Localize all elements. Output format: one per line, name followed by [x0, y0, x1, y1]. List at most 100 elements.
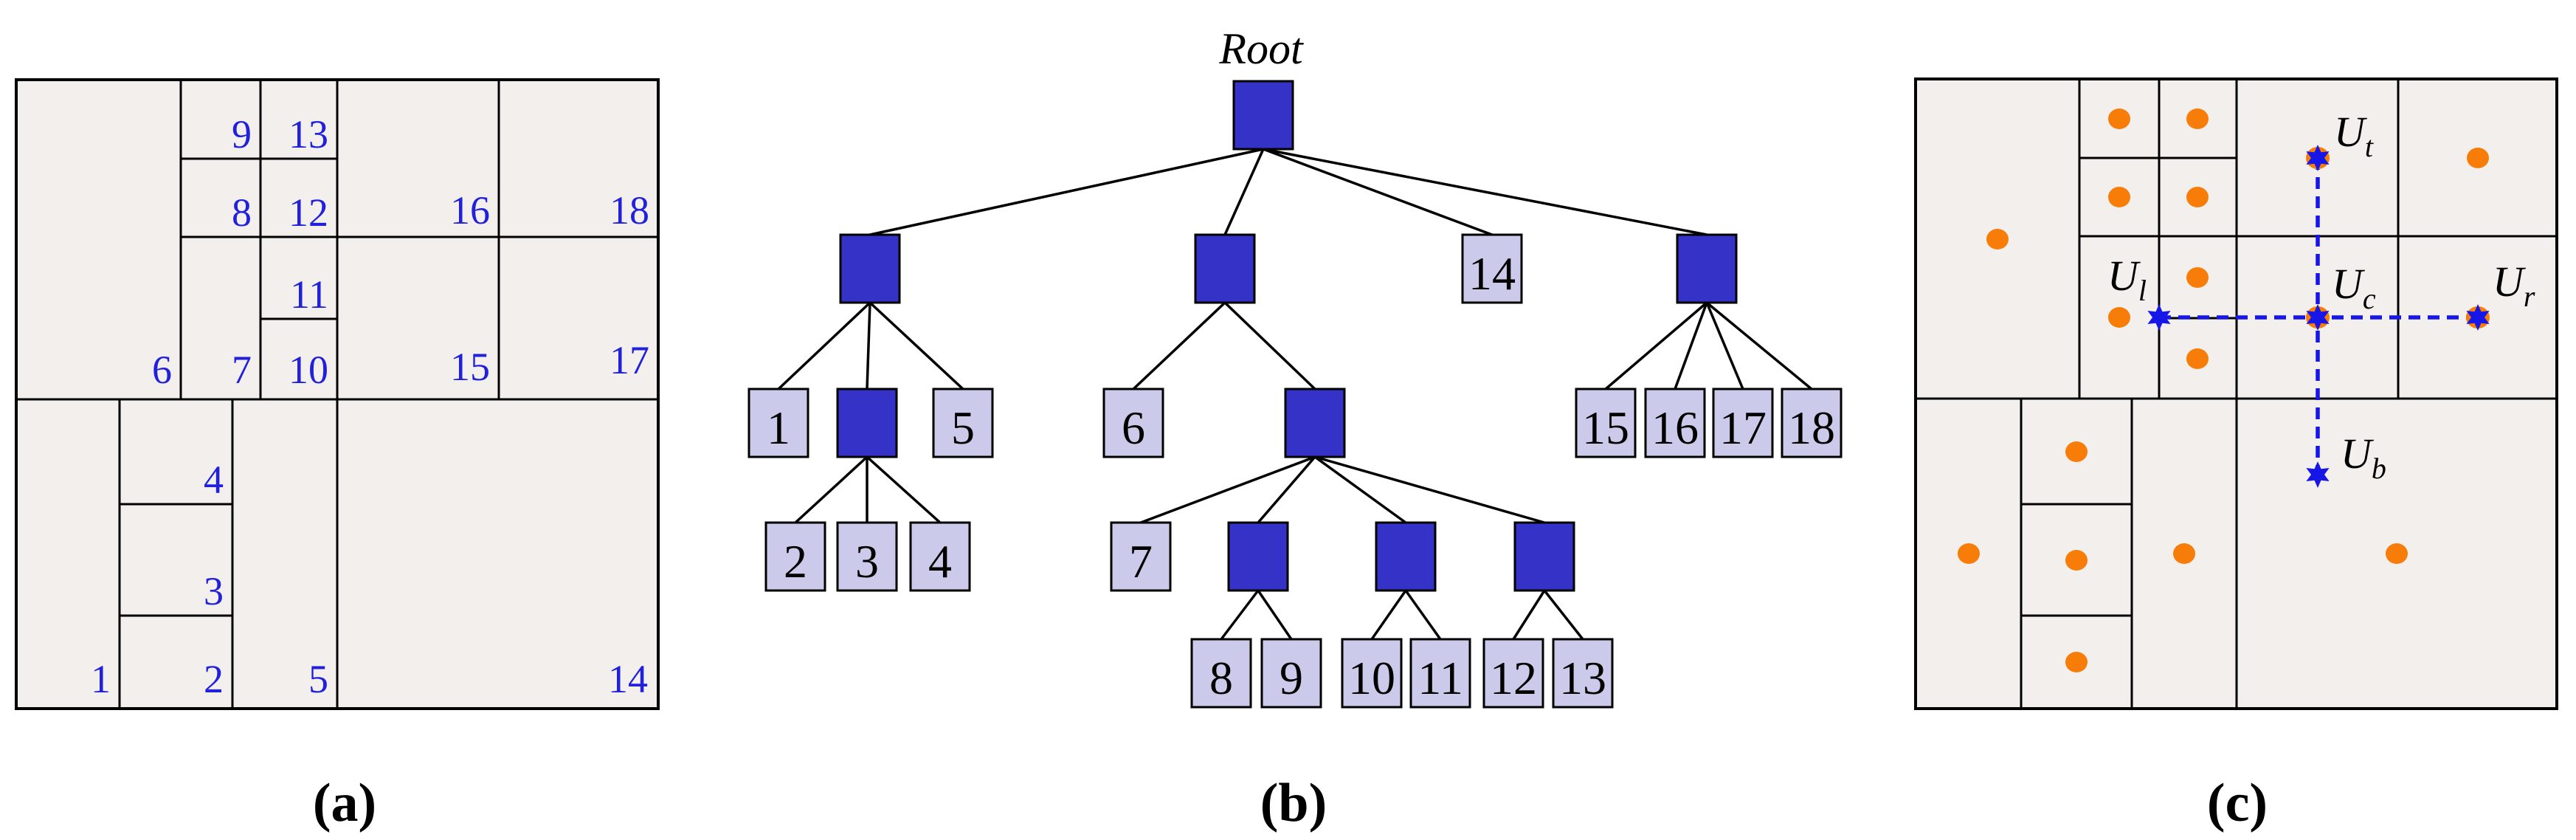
tree-edge-n4-leaf4 — [866, 455, 942, 524]
region-label-16: 16 — [450, 188, 490, 233]
region-label-18: 18 — [610, 188, 649, 233]
tree-edge-n1-leaf5 — [869, 301, 964, 390]
data-point-dot — [2186, 267, 2209, 288]
tree-leaf-label-9: 9 — [1280, 652, 1303, 704]
data-point-dot — [2467, 148, 2489, 168]
tree-leaf-label-11: 11 — [1418, 652, 1463, 704]
tree-node-leaf-leaf18 — [1781, 388, 1843, 458]
tree-node-internal-n6 — [1227, 521, 1289, 592]
tree-leaf-label-6: 6 — [1122, 402, 1145, 454]
data-point-dot — [2186, 187, 2209, 207]
query-star-Ut — [2306, 145, 2330, 171]
query-label-Uc: Uc — [2332, 260, 2376, 315]
tree-node-leaf-leaf3 — [836, 521, 898, 592]
query-star-Ul — [2147, 304, 2171, 331]
tree-node-leaf-leaf8 — [1190, 638, 1252, 709]
tree-edge-n6-leaf9 — [1257, 590, 1293, 640]
data-point-dot — [1986, 229, 2009, 249]
data-point-dot — [2065, 652, 2088, 672]
tree-edge-n3-leaf17 — [1705, 302, 1744, 390]
tree-node-leaf-leaf5 — [932, 388, 994, 458]
tree-leaf-label-12: 12 — [1490, 652, 1537, 704]
tree-edge-n2-leaf6 — [1132, 301, 1226, 390]
tree-node-leaf-leaf15 — [1575, 388, 1637, 458]
tree-edge-root-n1 — [869, 148, 1264, 236]
query-star-Uc — [2306, 304, 2330, 331]
tree-edge-root-n3 — [1263, 148, 1707, 236]
tree-edge-n8-leaf12 — [1512, 590, 1546, 640]
tree-node-internal-root — [1232, 80, 1294, 151]
tree-node-leaf-leaf11 — [1409, 638, 1471, 709]
tree-node-internal-n8 — [1513, 521, 1575, 592]
tree-edge-root-n2 — [1223, 148, 1265, 235]
tree-leaf-label-4: 4 — [928, 535, 952, 588]
data-point-dot — [2186, 348, 2209, 369]
tree-node-leaf-leaf9 — [1260, 638, 1322, 709]
tree-edge-n1-leaf1 — [777, 301, 871, 390]
tree-node-leaf-leaf4 — [909, 521, 971, 592]
data-point-dot — [2108, 109, 2130, 129]
region-label-6: 6 — [152, 348, 172, 392]
region-label-4: 4 — [204, 458, 224, 502]
tree-node-internal-n7 — [1375, 521, 1437, 592]
tree-node-leaf-leaf7 — [1110, 521, 1172, 592]
data-point-dot — [2186, 109, 2209, 129]
tree-edge-n1-n4 — [866, 302, 871, 390]
query-label-Ut: Ut — [2334, 108, 2374, 163]
region-label-11: 11 — [290, 272, 328, 317]
tree-leaf-label-3: 3 — [855, 535, 879, 588]
tree-node-internal-n3 — [1676, 233, 1738, 304]
caption-a: (a) — [312, 773, 377, 833]
tree-node-leaf-leaf13 — [1552, 638, 1614, 709]
data-point-dot — [2065, 441, 2088, 462]
data-point-dot — [2386, 543, 2408, 564]
tree-edge-n5-n6 — [1257, 455, 1316, 524]
tree-edge-n5-n8 — [1314, 455, 1545, 524]
query-label-Ur: Ur — [2493, 258, 2535, 313]
tree-edge-n3-leaf16 — [1674, 302, 1708, 390]
tree-node-leaf-leaf17 — [1712, 388, 1774, 458]
tree-edge-root-leaf14 — [1263, 148, 1493, 236]
tree-node-leaf-leaf6 — [1102, 388, 1164, 458]
tree-node-leaf-leaf1 — [747, 388, 809, 458]
tree-node-leaf-leaf16 — [1644, 388, 1706, 458]
tree-edge-n4-leaf2 — [794, 455, 869, 524]
caption-b: (b) — [1260, 773, 1327, 833]
region-label-2: 2 — [204, 657, 224, 701]
tree-node-internal-n4 — [836, 388, 898, 458]
tree-edge-n8-leaf13 — [1543, 589, 1584, 641]
tree-edge-n7-leaf10 — [1370, 589, 1407, 641]
tree-edge-n5-n7 — [1313, 455, 1407, 524]
tree-node-leaf-leaf12 — [1482, 638, 1544, 709]
region-label-5: 5 — [308, 657, 328, 701]
tree-leaf-label-18: 18 — [1788, 402, 1835, 454]
query-star-Ur — [2466, 304, 2490, 331]
region-label-10: 10 — [289, 348, 328, 392]
tree-node-internal-n5 — [1284, 388, 1346, 458]
region-label-7: 7 — [232, 348, 252, 392]
data-point-dot — [2108, 307, 2130, 328]
tree-edge-n5-leaf7 — [1140, 455, 1316, 524]
region-label-12: 12 — [289, 190, 328, 235]
tree-leaf-label-1: 1 — [767, 402, 790, 454]
data-point-dot — [2108, 187, 2130, 207]
tree-leaf-label-17: 17 — [1719, 402, 1767, 454]
tree-node-internal-n2 — [1194, 233, 1256, 304]
tree-leaf-label-7: 7 — [1129, 535, 1153, 588]
region-label-9: 9 — [232, 112, 252, 156]
tree-node-internal-n1 — [839, 233, 901, 304]
tree-leaf-label-16: 16 — [1651, 402, 1699, 454]
query-label-Ub: Ub — [2341, 430, 2386, 485]
data-point-dot — [1958, 543, 1980, 564]
tree-leaf-label-15: 15 — [1582, 402, 1629, 454]
region-label-14: 14 — [608, 657, 648, 701]
tree-leaf-label-14: 14 — [1468, 247, 1516, 300]
tree-node-leaf-leaf10 — [1341, 638, 1403, 709]
tree-leaf-label-5: 5 — [951, 402, 975, 454]
region-label-8: 8 — [232, 190, 252, 235]
tree-leaf-label-8: 8 — [1209, 652, 1233, 704]
region-label-1: 1 — [91, 657, 111, 701]
tree-node-leaf-leaf2 — [764, 521, 826, 592]
